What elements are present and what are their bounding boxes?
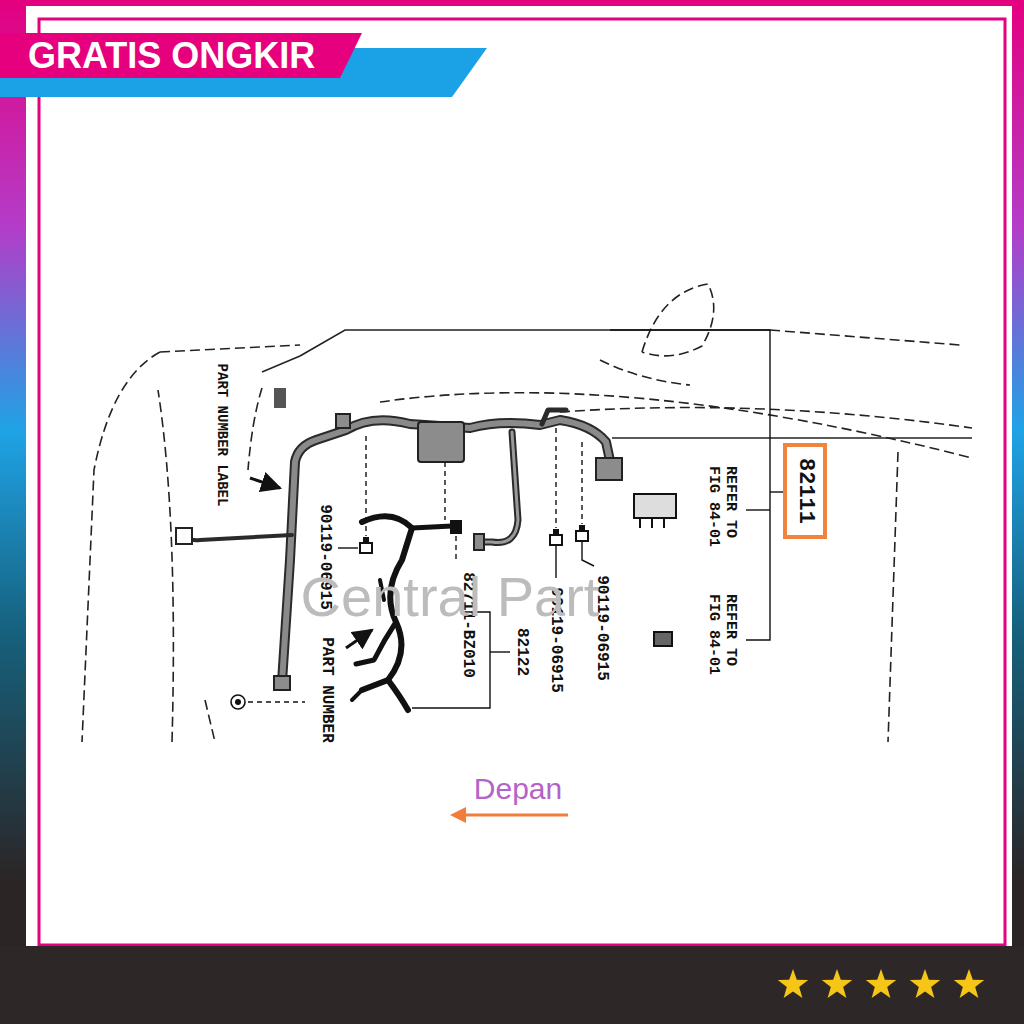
leader-line [746,509,770,510]
bolt-head [550,535,562,545]
bolt-head [576,531,588,541]
inner-border [39,19,1005,945]
bolt-symbol [550,529,562,545]
pointer-arrow [346,630,372,648]
bolt-symbol [576,525,588,541]
leader-line [490,651,510,652]
body-line [160,345,300,352]
clip-ring [231,695,245,709]
body-line [158,390,173,742]
leader-line [582,542,594,566]
leader-line [555,428,556,528]
small-connector [654,632,672,646]
star [910,969,940,998]
watermark: Central Part [301,565,600,629]
body-line [205,700,215,742]
bolt-shank [363,537,369,543]
direction-arrow [462,814,568,817]
clip-core [235,699,241,705]
part-label: PART NUMBER [318,637,336,743]
part-label: PART NUMBER LABEL [214,364,230,507]
connector [474,534,484,550]
star [866,969,896,998]
body-line [600,360,690,385]
harness-wire [356,622,396,664]
bolt-shank [553,529,559,535]
part-label: REFER TO FIG 84-01 [705,466,740,558]
leader-line [455,536,456,560]
bolt-symbol [360,537,372,553]
star [822,969,852,998]
leader-line [444,462,445,520]
bolt-shank [579,525,585,531]
bolt-head [360,543,372,553]
part-label: REFER TO FIG 84-01 [705,594,740,686]
mirror-outline [642,284,714,356]
body-line [248,388,262,470]
relay-pins [640,518,664,528]
harness-branch [480,432,518,543]
harness-wire [412,526,452,528]
connector [176,528,192,544]
harness-branch [480,432,518,543]
connector [654,632,672,646]
part-label: 82122 [513,628,531,676]
pointer-arrow [250,478,280,488]
leader-line [581,442,582,524]
callout-box: 82111 [783,443,827,539]
banner-text: GRATIS ONGKIR [0,33,315,78]
connector [274,676,290,690]
body-outline [82,284,972,742]
relay-body [634,494,676,518]
direction-label: Depan [474,772,562,807]
bracket-line [610,330,770,640]
harness-wire [352,690,362,700]
direction-arrowhead [450,807,466,823]
leader-line [248,701,305,702]
connector [336,414,350,428]
body-line [888,452,898,742]
parts-diagram [82,284,972,742]
body-line [300,330,770,356]
clip-symbol [231,695,245,709]
harness-branch [184,530,292,540]
leader-line [338,547,358,548]
part-number: 82111 [793,458,817,524]
leader-line [365,436,366,536]
bottom-band [0,946,1024,1024]
rating-stars [778,969,984,998]
promo-banner: GRATIS ONGKIR [0,33,362,78]
white-panel [26,6,1012,946]
relay-symbol [634,494,676,528]
harness-branch [542,410,566,424]
star [954,969,984,998]
banner-fill [0,33,362,78]
body-line [82,352,160,742]
connector [450,520,462,534]
star [778,969,808,998]
body-line [262,356,300,372]
body-line [770,330,960,345]
leader-line [770,491,783,492]
body-line [612,437,972,439]
connector [596,458,622,480]
part-label-tag [274,388,286,408]
body-line [560,408,972,428]
harness-wire [388,680,408,710]
fuse-block [418,422,464,462]
